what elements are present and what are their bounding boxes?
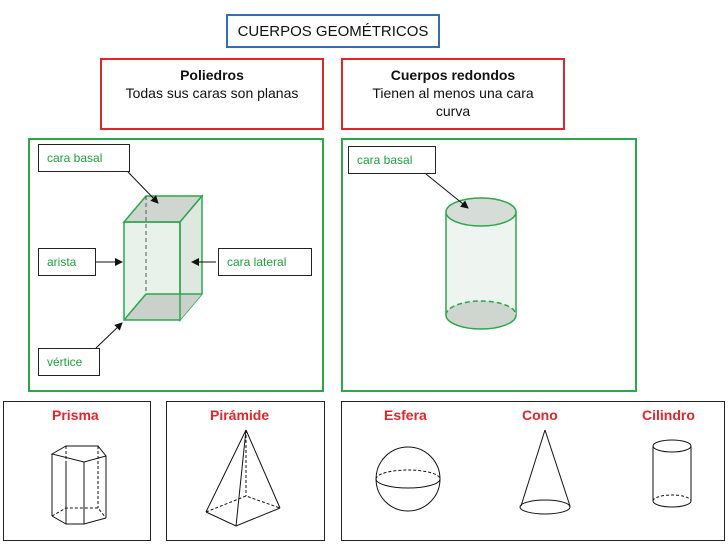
shape-name-cono: Cono [522, 407, 558, 423]
poliedros-description: Todas sus caras son planas [125, 85, 299, 101]
piramide-icon [205, 429, 281, 527]
shape-name-piramide: Pirámide [210, 407, 270, 423]
shape-name-esfera: Esfera [384, 407, 427, 423]
label-arista-text: arista [47, 255, 77, 269]
prisma-green-drawing [122, 193, 204, 323]
label-cara-basal-redondo: cara basal [348, 146, 436, 174]
cuerpos-redondos-heading: Cuerpos redondos [390, 67, 516, 83]
cuerpos-redondos-shapes-panel [341, 401, 725, 541]
esfera-icon [375, 446, 441, 512]
label-vertice: vértice [38, 348, 100, 376]
shape-name-cilindro: Cilindro [642, 407, 695, 423]
cono-icon [519, 429, 571, 515]
cuerpos-redondos-description-2: curva [435, 103, 471, 119]
shape-name-prisma: Prisma [52, 407, 99, 423]
label-cara-lateral: cara lateral [218, 248, 312, 276]
label-arista: arista [38, 248, 96, 276]
label-cara-basal: cara basal [38, 144, 130, 172]
arrow-cara-basal [127, 171, 159, 204]
poliedros-heading: Poliedros [180, 67, 244, 83]
cilindro-green-drawing [445, 197, 517, 330]
label-vertice-text: vértice [47, 355, 83, 369]
cilindro-icon [652, 439, 692, 508]
label-cara-basal-text: cara basal [47, 151, 103, 165]
diagram-title: CUERPOS GEOMÉTRICOS [226, 14, 440, 48]
cuerpos-redondos-description-1: Tienen al menos una cara [372, 85, 534, 101]
arrow-vertice [95, 322, 123, 349]
title-text: CUERPOS GEOMÉTRICOS [237, 22, 429, 40]
label-cara-lateral-text: cara lateral [227, 255, 287, 269]
arrow-cara-basal-redondo [425, 173, 469, 209]
prisma-pentagonal-icon [50, 445, 107, 525]
prisma-panel [3, 401, 151, 541]
cuerpos-redondos-box: Cuerpos redondos Tienen al menos una car… [341, 58, 565, 130]
label-cara-basal-redondo-text: cara basal [357, 153, 413, 167]
poliedros-box: Poliedros Todas sus caras son planas [100, 58, 324, 130]
